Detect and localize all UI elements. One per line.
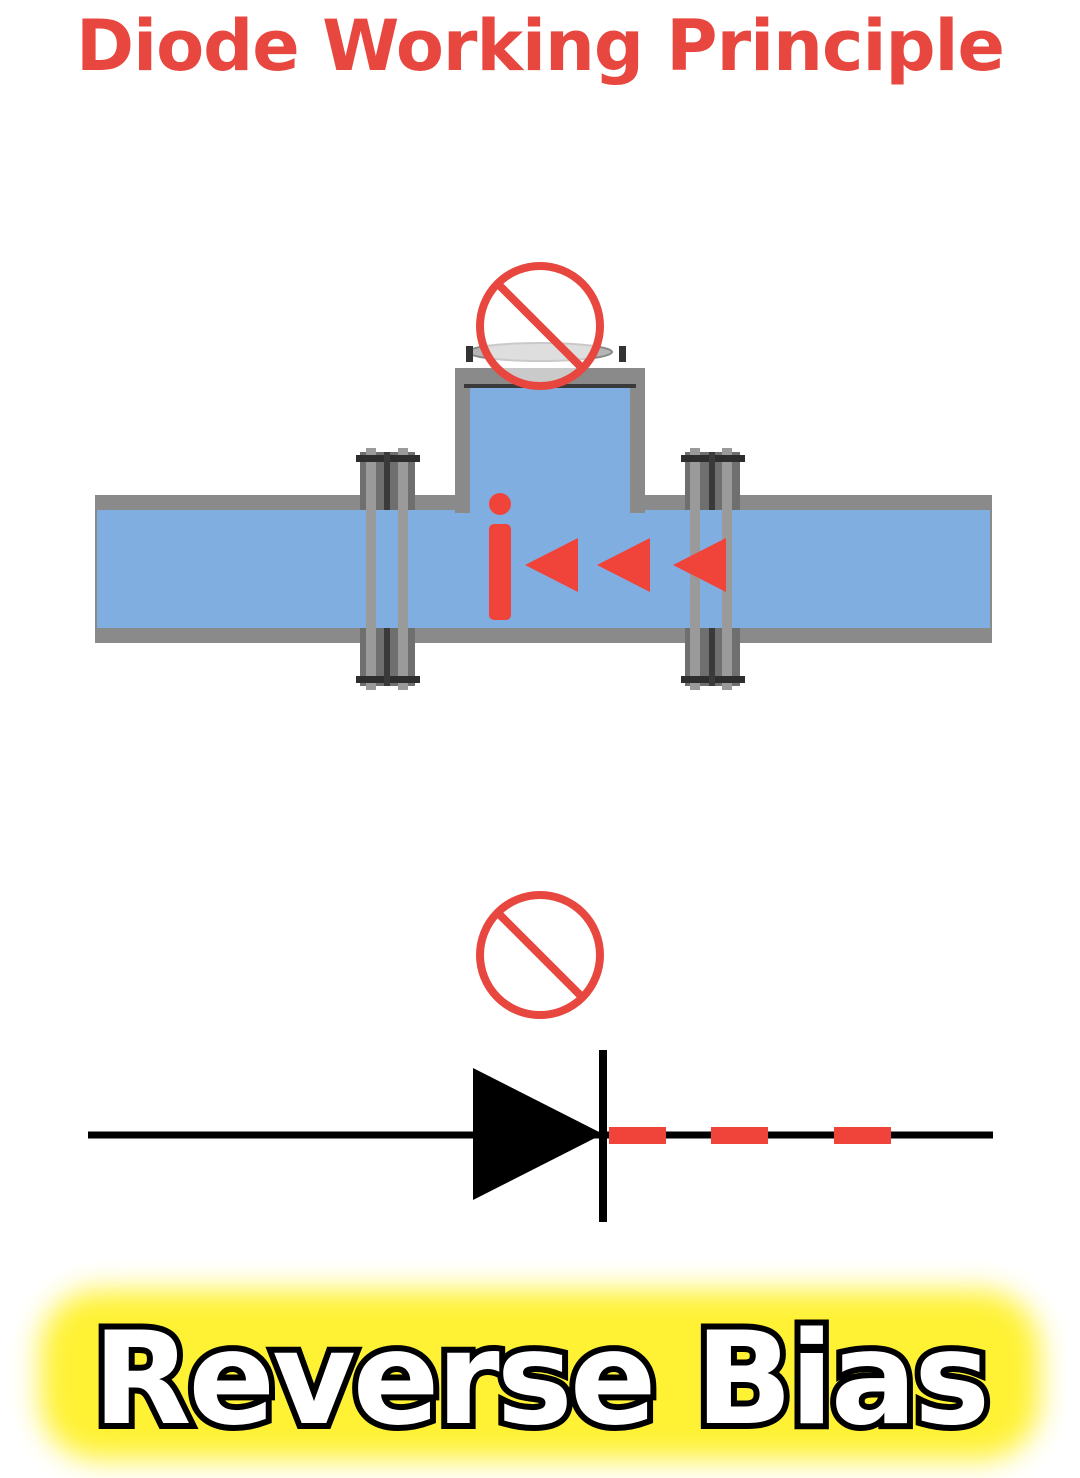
left-arrow-icon [673,538,726,592]
left-arrow-icon [525,538,578,592]
left-flange [356,448,420,690]
valve-chamber-inner [470,385,630,515]
left-arrow-icon [597,538,650,592]
blocked-current-dash [834,1127,891,1144]
page-title: Diode Working Principle [75,5,1005,87]
prohibited-icon [476,262,604,390]
diode-symbol [88,891,993,1222]
pipe-analogy [95,262,992,690]
caption-text: Reverse Bias [87,1299,996,1460]
diode-diagram [88,262,993,1222]
caption-glow [40,1290,1040,1460]
information-icon [489,493,511,620]
blocked-current-dash [711,1127,768,1144]
blocked-current-dash [609,1127,666,1144]
diode-triangle [473,1068,603,1200]
prohibited-icon [476,891,604,1019]
